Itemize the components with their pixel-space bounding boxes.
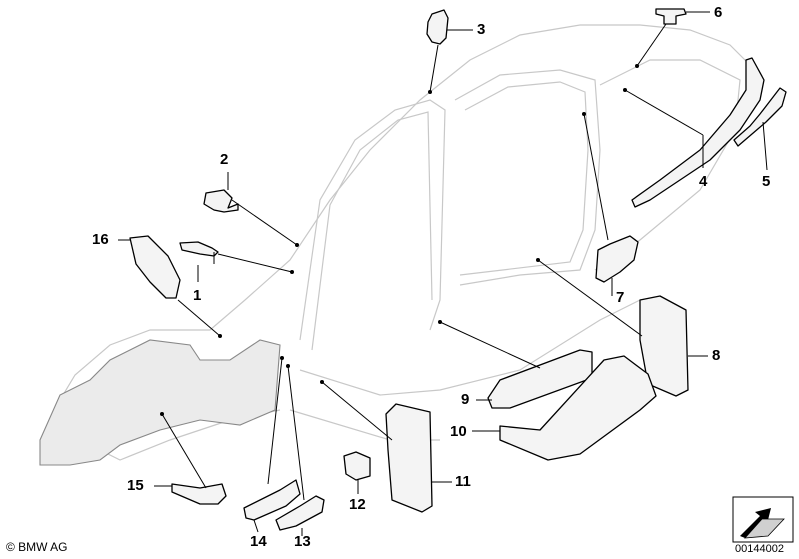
part-7-bracket	[595, 235, 639, 283]
part-16-bracket	[129, 235, 181, 299]
callout-4: 4	[699, 173, 708, 190]
part-11-panel	[385, 403, 433, 513]
callout-10: 10	[450, 423, 467, 440]
callout-7: 7	[616, 289, 625, 306]
document-number: 00144002	[735, 543, 784, 555]
part-8-panel	[639, 295, 689, 397]
callout-14: 14	[250, 533, 267, 550]
part-12-clip	[343, 451, 371, 481]
part-9-tray	[487, 349, 593, 409]
callout-5: 5	[762, 173, 771, 190]
part-13-bracket	[275, 495, 325, 531]
callout-2: 2	[220, 151, 229, 168]
part-1-pin	[179, 241, 219, 257]
part-3-bracket	[426, 9, 449, 45]
callout-11: 11	[455, 473, 471, 490]
callout-8: 8	[712, 347, 721, 364]
callout-15: 15	[127, 477, 144, 494]
callout-13: 13	[294, 533, 311, 550]
callout-12: 12	[349, 496, 366, 513]
callout-3: 3	[477, 21, 486, 38]
copyright-text: © BMW AG	[6, 540, 68, 554]
callout-6: 6	[714, 4, 723, 21]
part-2-clip	[203, 189, 239, 213]
callout-1: 1	[193, 287, 202, 304]
part-10-tray	[499, 355, 657, 461]
callout-9: 9	[461, 391, 470, 408]
navigation-arrow-icon	[732, 496, 794, 543]
part-15-bracket	[171, 483, 227, 505]
part-14-bracket	[243, 479, 301, 521]
part-6-clip	[655, 8, 687, 25]
callout-16: 16	[92, 231, 109, 248]
part-5-strip	[733, 87, 787, 147]
part-4-strip	[631, 57, 765, 208]
